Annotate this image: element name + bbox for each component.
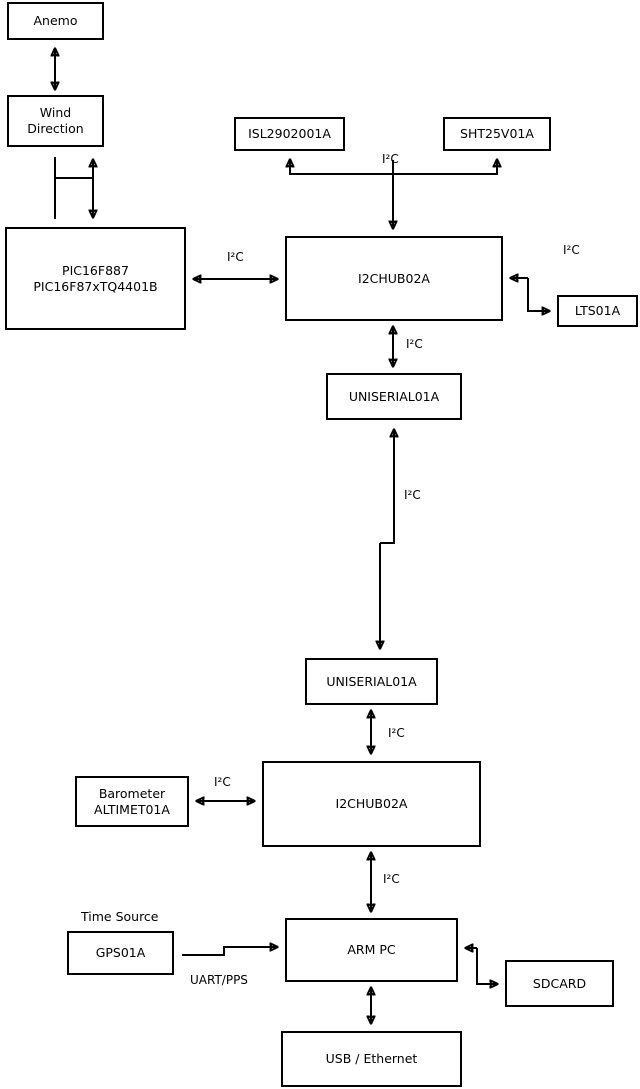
node-uniserial01a-lower[interactable]: UNISERIAL01A	[305, 658, 438, 705]
node-barometer[interactable]: Barometer ALTIMET01A	[75, 776, 189, 827]
edge-winddir-pic	[54, 157, 93, 217]
node-gps01a-label: GPS01A	[95, 945, 146, 961]
edge-label-i2c-top-bus: I²C	[382, 152, 399, 166]
node-arm-pc-label: ARM PC	[347, 942, 396, 958]
edge-armpc-sdcard	[476, 948, 497, 984]
edge-label-i2c-hub2-arm: I²C	[383, 872, 400, 886]
node-uniserial01a-upper-label: UNISERIAL01A	[348, 388, 440, 404]
node-sht25v01a[interactable]: SHT25V01A	[443, 117, 551, 151]
edge-lts-hub-stem	[527, 278, 549, 311]
node-pic-mcu[interactable]: PIC16F887 PIC16F87xTQ4401B	[5, 227, 186, 330]
node-uniserial01a-lower-label: UNISERIAL01A	[326, 673, 417, 689]
node-pic-mcu-label: PIC16F887 PIC16F87xTQ4401B	[33, 262, 158, 294]
node-i2chub02a-bottom[interactable]: I2CHUB02A	[262, 761, 481, 847]
node-wind-direction-label: Wind Direction	[27, 105, 84, 136]
node-isl2902001a[interactable]: ISL2902001A	[234, 117, 345, 151]
node-sdcard[interactable]: SDCARD	[505, 960, 614, 1007]
node-gps01a[interactable]: GPS01A	[67, 931, 174, 975]
node-i2chub02a-bottom-label: I2CHUB02A	[335, 796, 408, 812]
node-sht25v01a-label: SHT25V01A	[460, 126, 534, 142]
node-anemo-label: Anemo	[33, 13, 78, 29]
node-anemo[interactable]: Anemo	[7, 2, 104, 40]
node-i2chub02a-top[interactable]: I2CHUB02A	[285, 236, 503, 321]
edge-bus-sht	[393, 160, 497, 175]
node-sdcard-label: SDCARD	[532, 975, 587, 991]
edge-label-i2c-uniserial-link: I²C	[404, 488, 421, 502]
node-barometer-label: Barometer ALTIMET01A	[94, 785, 170, 817]
edge-label-uart-pps: UART/PPS	[190, 973, 248, 987]
node-arm-pc[interactable]: ARM PC	[285, 918, 458, 982]
node-uniserial01a-upper[interactable]: UNISERIAL01A	[326, 373, 462, 420]
node-lts01a[interactable]: LTS01A	[557, 295, 638, 327]
edge-label-i2c-hub-uniserial: I²C	[406, 337, 423, 351]
label-time-source: Time Source	[81, 909, 159, 924]
node-wind-direction[interactable]: Wind Direction	[7, 95, 104, 147]
edge-label-i2c-barometer: I²C	[214, 775, 231, 789]
node-usb-ethernet[interactable]: USB / Ethernet	[281, 1031, 462, 1087]
node-i2chub02a-top-label: I2CHUB02A	[358, 270, 430, 286]
edge-label-i2c-uniserial-hub2: I²C	[388, 726, 405, 740]
edge-hub-bus	[290, 160, 394, 226]
node-isl2902001a-label: ISL2902001A	[248, 126, 331, 142]
edge-gps-armpc	[182, 947, 277, 956]
node-usb-ethernet-label: USB / Ethernet	[325, 1051, 418, 1067]
edge-uniserlo-uniserup	[380, 430, 394, 544]
edge-label-i2c-hub-lts: I²C	[563, 243, 580, 257]
node-lts01a-label: LTS01A	[574, 303, 621, 319]
edge-pic-winddir	[54, 160, 93, 219]
edge-label-i2c-pic-hub: I²C	[227, 250, 244, 264]
